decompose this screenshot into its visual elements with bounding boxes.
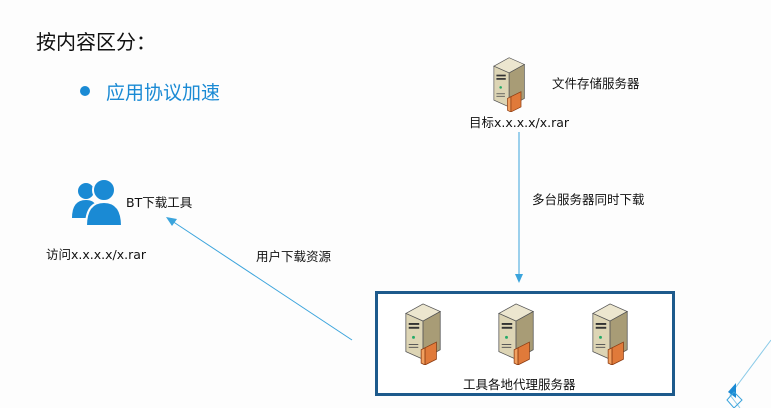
proxy-server-icon <box>493 302 541 365</box>
arrow-down-head <box>515 274 523 283</box>
bullet-dot <box>80 86 90 96</box>
arrow-diagonal <box>171 220 353 341</box>
users-icon <box>72 178 124 226</box>
file-server-label: 文件存储服务器 <box>552 76 640 91</box>
proxy-group-label: 工具各地代理服务器 <box>463 377 576 392</box>
deco-lines <box>729 339 771 408</box>
proxy-servers-group: 工具各地代理服务器 <box>375 291 675 396</box>
client-label: BT下载工具 <box>126 195 193 210</box>
bullet-text: 应用协议加速 <box>106 82 221 104</box>
arrow-diag-label: 用户下载资源 <box>256 249 332 264</box>
proxy-server-icon <box>587 302 635 365</box>
arrow-down-label: 多台服务器同时下载 <box>532 192 645 207</box>
deco-diamond <box>726 391 743 408</box>
page-title: 按内容区分： <box>36 30 156 54</box>
proxy-server-icon <box>400 302 448 365</box>
arrow-diagonal-head <box>166 217 177 226</box>
visit-path: 访问x.x.x.x/x.rar <box>46 247 147 262</box>
target-path: 目标x.x.x.x/x.rar <box>469 115 570 130</box>
deco-triangle <box>728 383 736 398</box>
